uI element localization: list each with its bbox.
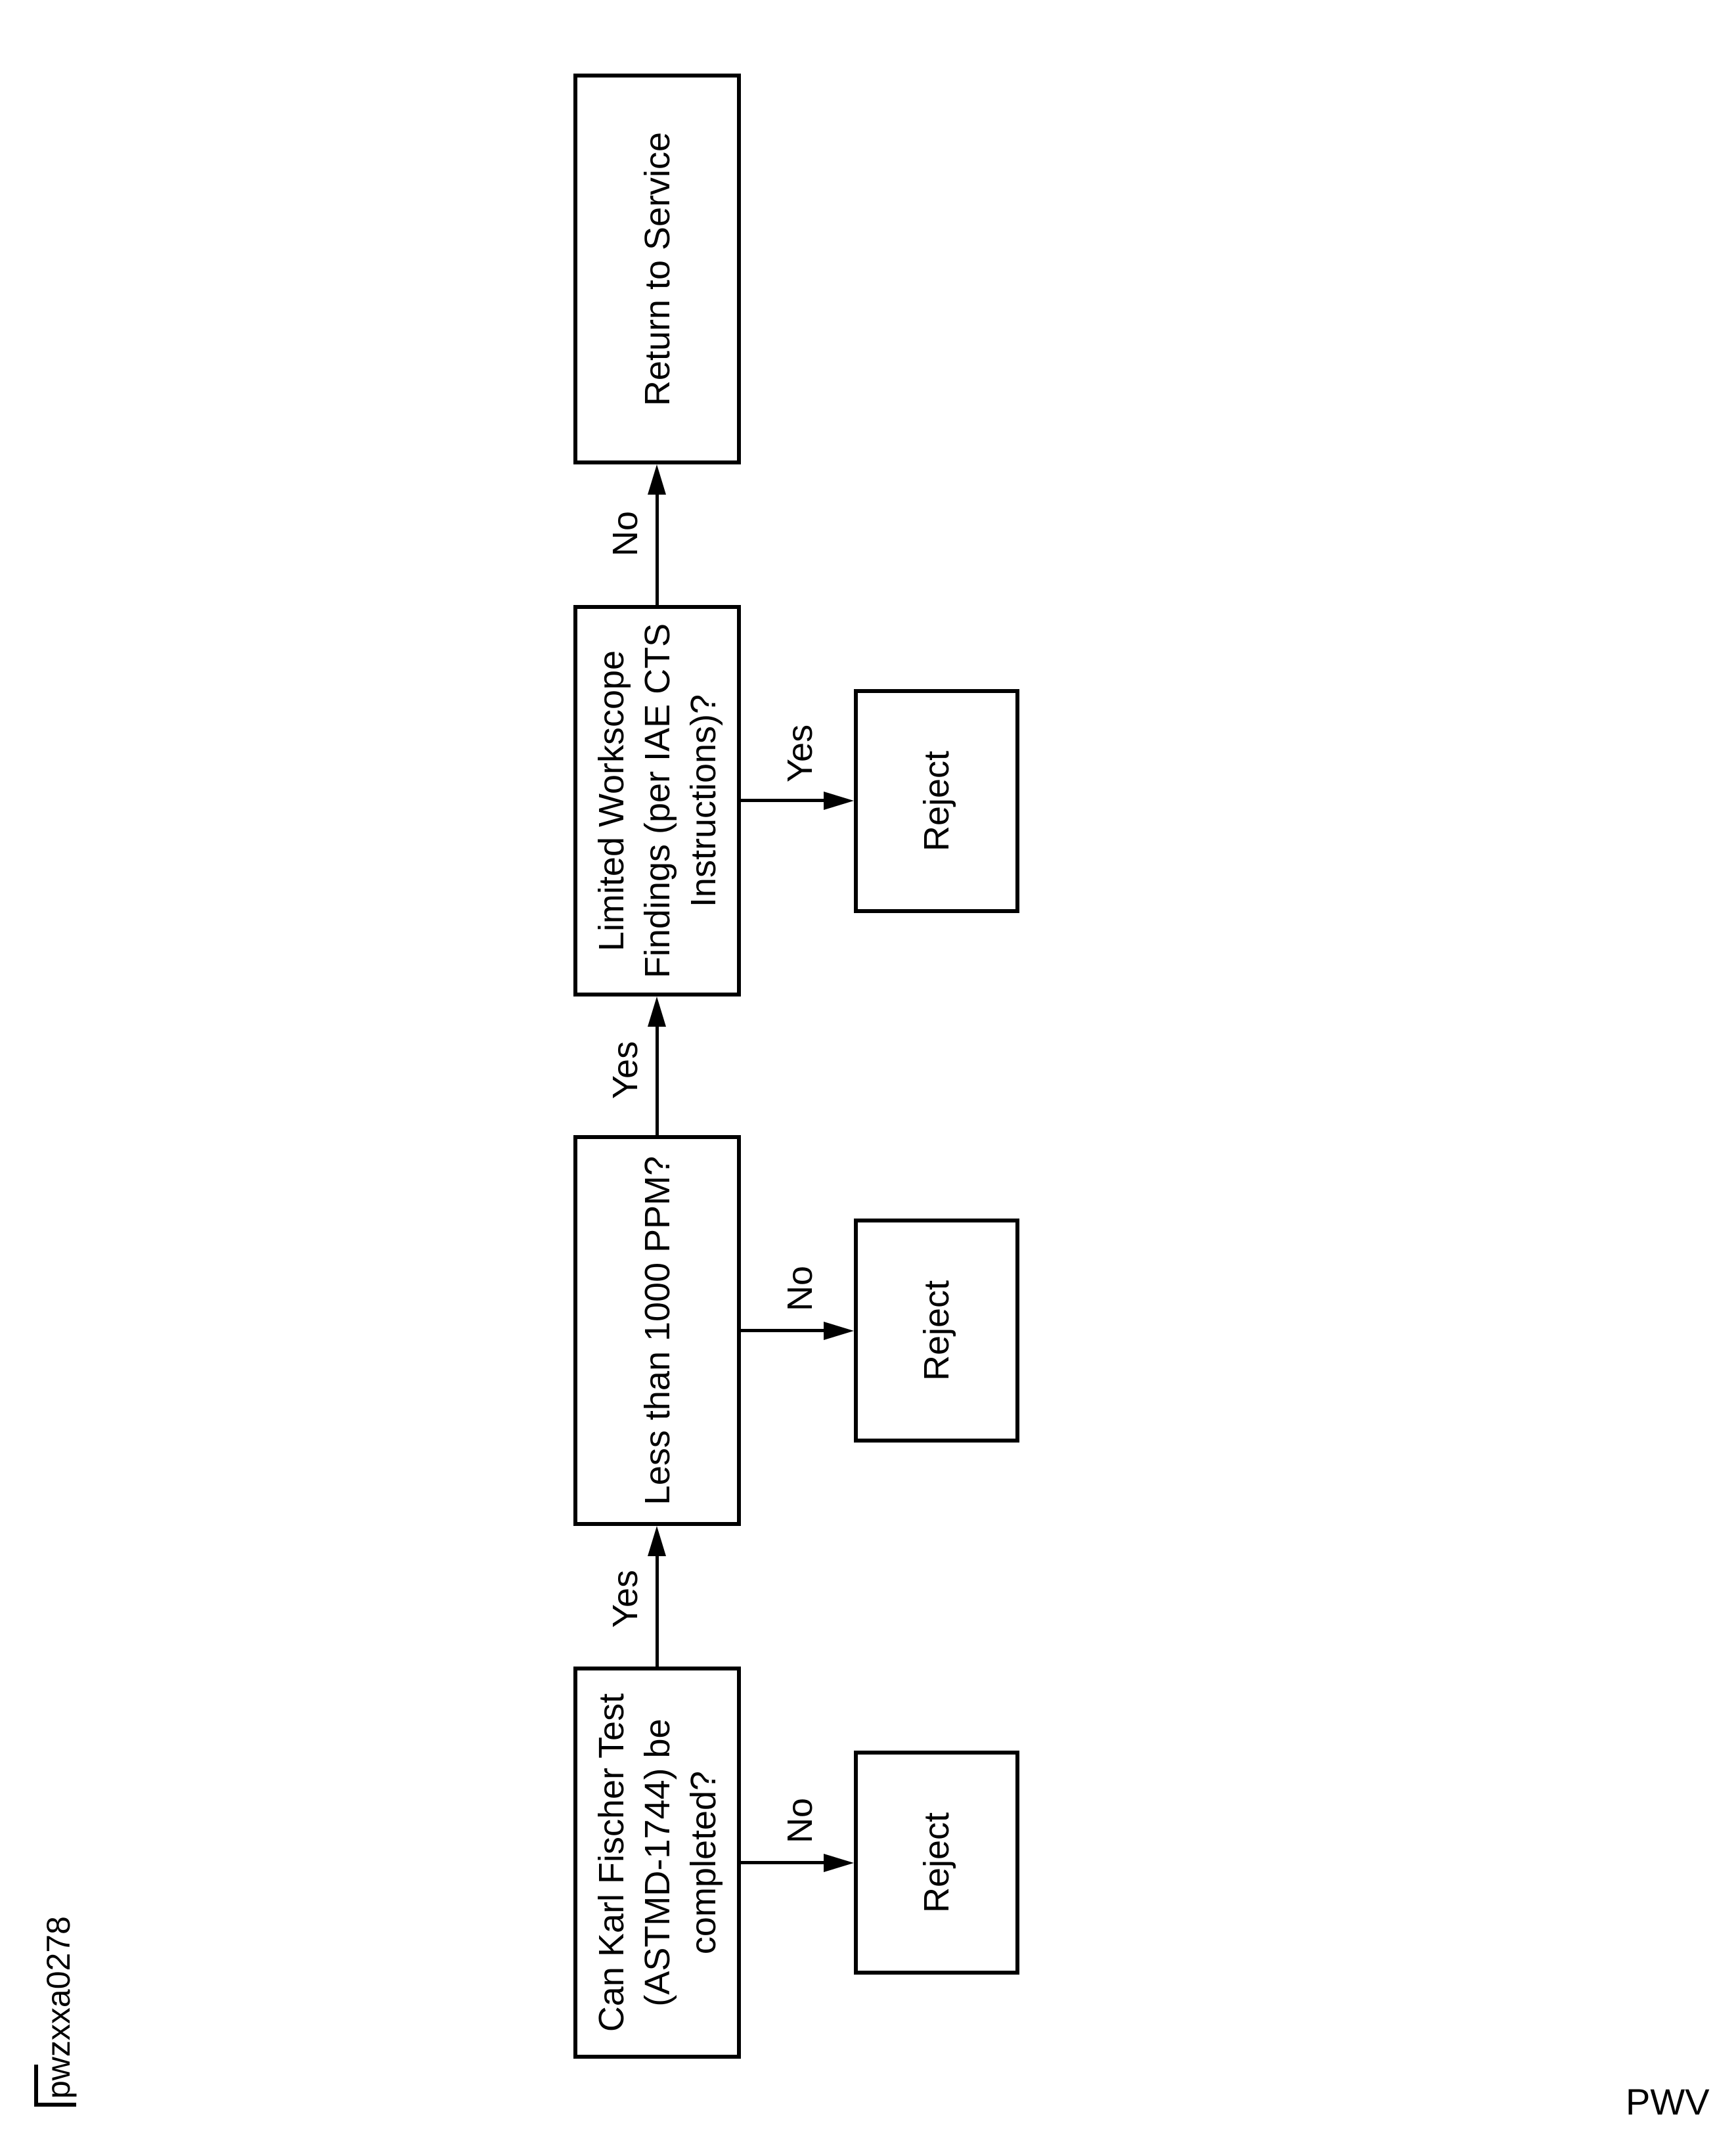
edge-less-to-limited-label: Yes xyxy=(606,1041,645,1099)
edge-less-to-reject-label: No xyxy=(780,1265,820,1311)
edge-karl-to-less-arrowhead-icon xyxy=(648,1526,666,1556)
edge-karl-to-reject-label: No xyxy=(780,1797,820,1843)
node-reject-1-label: Reject xyxy=(917,1812,956,1914)
node-less-than-1000-ppm-label: Less than 1000 PPM? xyxy=(637,1155,677,1506)
edge-limited-to-reject-line xyxy=(741,799,828,802)
edge-limited-to-reject-label: Yes xyxy=(780,724,820,782)
edge-less-to-reject-line xyxy=(741,1329,828,1332)
node-limited-workscope-findings-label: Limited Workscope Findings (per IAE CTS … xyxy=(591,623,723,979)
edge-limited-to-return-arrowhead-icon xyxy=(648,464,666,495)
node-reject-1: Reject xyxy=(854,1751,1019,1975)
edge-limited-to-return-label: No xyxy=(606,510,645,556)
edge-karl-to-reject-line xyxy=(741,1861,828,1864)
node-reject-2-label: Reject xyxy=(917,1280,956,1381)
edge-less-to-limited-arrowhead-icon xyxy=(648,997,666,1027)
node-reject-3: Reject xyxy=(854,689,1019,913)
edge-karl-to-less-line xyxy=(656,1555,659,1667)
figure-footer-label: PWV xyxy=(1626,2081,1710,2122)
node-less-than-1000-ppm: Less than 1000 PPM? xyxy=(573,1135,741,1526)
edge-less-to-reject-arrowhead-icon xyxy=(824,1322,854,1340)
node-reject-2: Reject xyxy=(854,1219,1019,1443)
edge-limited-to-return-line xyxy=(656,493,659,605)
node-limited-workscope-findings: Limited Workscope Findings (per IAE CTS … xyxy=(573,605,741,997)
node-return-to-service: Return to Service xyxy=(573,74,741,464)
node-can-karl-fischer-test-label: Can Karl Fischer Test (ASTMD-1744) be co… xyxy=(591,1693,723,2032)
edge-limited-to-reject-arrowhead-icon xyxy=(824,792,854,810)
edge-karl-to-less-label: Yes xyxy=(606,1569,645,1628)
edge-less-to-limited-line xyxy=(656,1025,659,1135)
figure-id-label: pwzxxa0278 xyxy=(40,1916,77,2099)
node-reject-3-label: Reject xyxy=(917,750,956,852)
node-return-to-service-label: Return to Service xyxy=(637,131,677,407)
node-can-karl-fischer-test: Can Karl Fischer Test (ASTMD-1744) be co… xyxy=(573,1667,741,2059)
edge-karl-to-reject-arrowhead-icon xyxy=(824,1854,854,1872)
